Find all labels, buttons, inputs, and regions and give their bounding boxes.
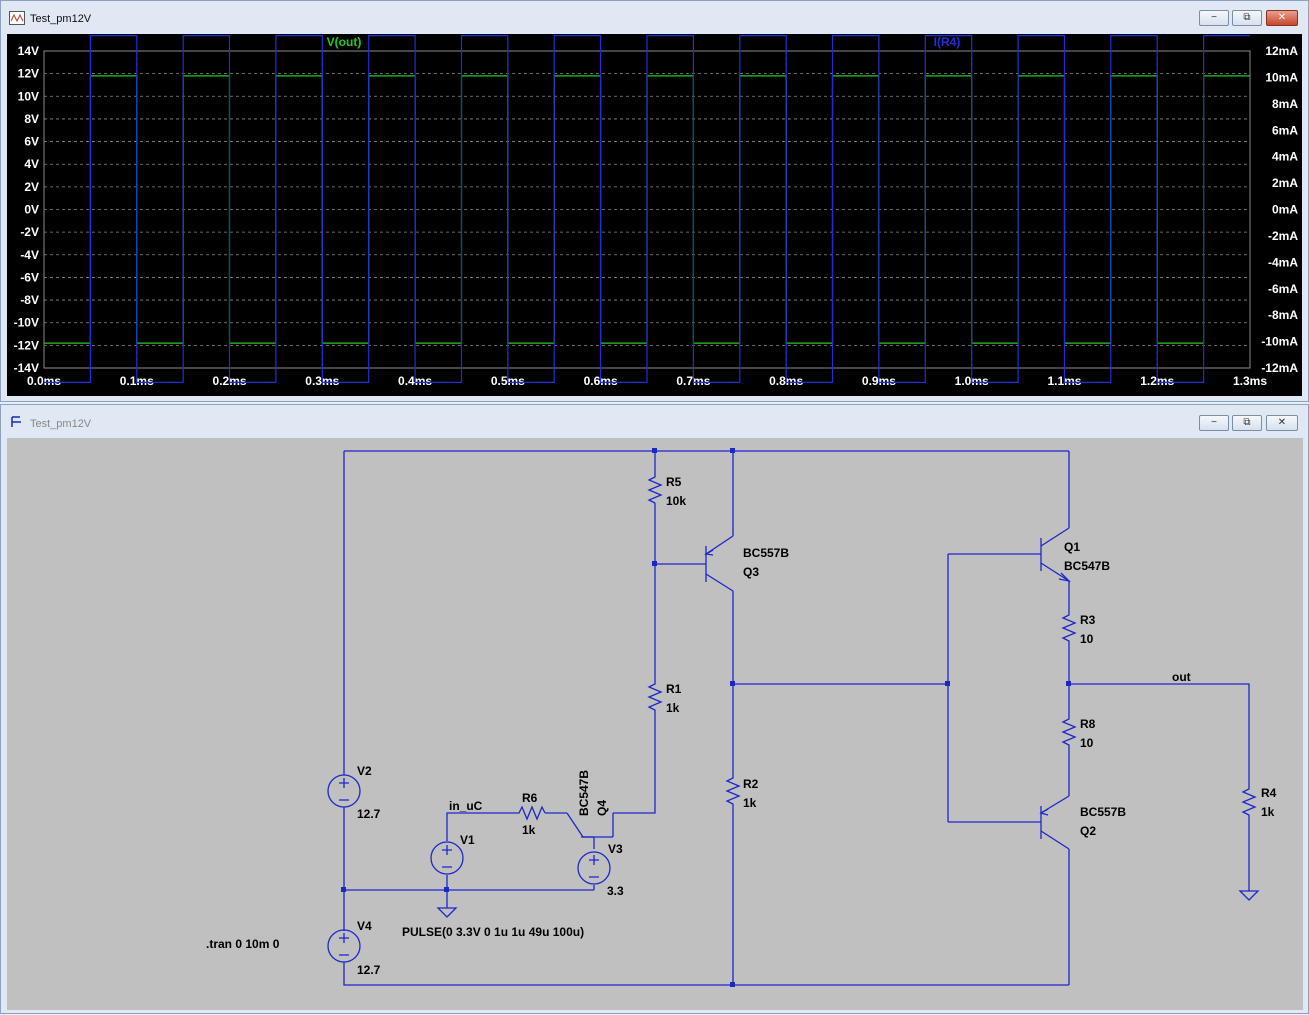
y-tick-label: 14V: [18, 44, 39, 58]
y2-tick-label: 4mA: [1272, 150, 1298, 164]
q2-model: BC557B: [1080, 805, 1126, 819]
y-tick-label: 10V: [18, 89, 39, 103]
r1-value: 1k: [666, 701, 680, 715]
y2-tick-label: -8mA: [1268, 308, 1298, 322]
wires: [327, 450, 1260, 986]
r5-value: 10k: [666, 494, 686, 508]
x-tick-label: 1.3ms: [1233, 374, 1267, 388]
v1-pulse-value: PULSE(0 3.3V 0 1u 1u 49u 100u): [402, 925, 584, 939]
schematic-titlebar[interactable]: Test_pm12V − ⧉ ✕: [1, 405, 1308, 439]
waveform-titlebar[interactable]: Test_pm12V − ⧉ ✕: [1, 1, 1308, 34]
r3-name: R3: [1080, 613, 1096, 627]
r4-name: R4: [1261, 786, 1277, 800]
y2-tick-label: -6mA: [1268, 282, 1298, 296]
y2-tick-label: -10mA: [1261, 335, 1298, 349]
y2-tick-label: 0mA: [1272, 203, 1298, 217]
y2-tick-label: 8mA: [1272, 97, 1298, 111]
ir4-trace: [44, 35, 1250, 383]
y-tick-label: 6V: [24, 135, 39, 149]
waveform-plot-area[interactable]: 14V 12V 10V 8V 6V 4V 2V 0V -2V -4V -6V -8V -10V -12V -…: [7, 34, 1302, 396]
y-tick-label: -10V: [14, 316, 39, 330]
out-net-label: out: [1172, 670, 1191, 684]
q3-name: Q3: [743, 565, 759, 579]
vout-trace-label: V(out): [327, 35, 362, 49]
v4-name: V4: [357, 919, 372, 933]
in-uc-net-label: in_uC: [449, 799, 483, 813]
ir4-trace-label: I(R4): [934, 35, 961, 49]
y-tick-label: -6V: [20, 270, 39, 284]
r6-name: R6: [522, 791, 538, 805]
y-tick-label: -4V: [20, 248, 39, 262]
y-tick-label: -8V: [20, 293, 39, 307]
v2-name: V2: [357, 764, 372, 778]
x-tick-label: 0.0ms: [27, 374, 61, 388]
v2-value: 12.7: [357, 807, 381, 821]
y-tick-label: 8V: [24, 112, 39, 126]
r1-name: R1: [666, 682, 682, 696]
junction-dots: [341, 448, 1071, 987]
y-tick-label: 0V: [24, 203, 39, 217]
close-button[interactable]: ✕: [1266, 415, 1298, 431]
q1-model: BC547B: [1064, 559, 1110, 573]
restore-button[interactable]: ⧉: [1232, 415, 1262, 431]
waveform-window-title: Test_pm12V: [30, 13, 92, 25]
y2-tick-label: -4mA: [1268, 255, 1298, 269]
y-tick-label: 2V: [24, 180, 39, 194]
schematic-drawing[interactable]: R5 10k BC557B Q3 R1 1k R2 1k Q1 BC547B R…: [7, 438, 1303, 1010]
y-tick-label: 4V: [24, 157, 39, 171]
waveform-chart[interactable]: 14V 12V 10V 8V 6V 4V 2V 0V -2V -4V -6V -8V -10V -12V -…: [7, 34, 1302, 396]
v3-value: 3.3: [607, 884, 624, 898]
y2-tick-label: 10mA: [1265, 70, 1298, 84]
q4-model: BC547B: [577, 770, 591, 816]
r2-value: 1k: [743, 796, 757, 810]
schematic-window-title: Test_pm12V: [30, 418, 92, 430]
waveform-app-icon: [9, 11, 25, 25]
schematic-canvas[interactable]: R5 10k BC557B Q3 R1 1k R2 1k Q1 BC547B R…: [7, 438, 1303, 1010]
close-button[interactable]: ✕: [1266, 10, 1298, 26]
y-tick-label: -12V: [14, 338, 39, 352]
y2-tick-label: 2mA: [1272, 176, 1298, 190]
minimize-button[interactable]: −: [1199, 415, 1229, 431]
schematic-app-icon: [11, 416, 21, 427]
q3-model: BC557B: [743, 546, 789, 560]
r4-value: 1k: [1261, 805, 1275, 819]
q1-name: Q1: [1064, 540, 1080, 554]
schematic-window: Test_pm12V − ⧉ ✕: [0, 404, 1309, 1014]
v1-name: V1: [460, 833, 475, 847]
r6-value: 1k: [522, 823, 536, 837]
r8-name: R8: [1080, 717, 1096, 731]
y2-tick-label: -12mA: [1261, 361, 1298, 375]
waveform-window: Test_pm12V − ⧉ ✕ 14V 12V 10V 8V 6V 4V 2V 0V -2V -…: [0, 0, 1309, 402]
tran-directive[interactable]: .tran 0 10m 0: [206, 937, 280, 951]
q4-name: Q4: [595, 800, 609, 816]
r3-value: 10: [1080, 632, 1094, 646]
r2-name: R2: [743, 777, 759, 791]
r8-value: 10: [1080, 736, 1094, 750]
y2-tick-label: 12mA: [1265, 44, 1298, 58]
q2-name: Q2: [1080, 824, 1096, 838]
v4-value: 12.7: [357, 963, 381, 977]
v3-name: V3: [608, 842, 623, 856]
y2-tick-label: -2mA: [1268, 229, 1298, 243]
y2-tick-label: 6mA: [1272, 123, 1298, 137]
y-tick-label: -2V: [20, 225, 39, 239]
y-tick-label: -14V: [14, 361, 39, 375]
restore-button[interactable]: ⧉: [1232, 10, 1262, 26]
y-tick-label: 12V: [18, 67, 39, 81]
minimize-button[interactable]: −: [1199, 10, 1229, 26]
r5-name: R5: [666, 475, 682, 489]
